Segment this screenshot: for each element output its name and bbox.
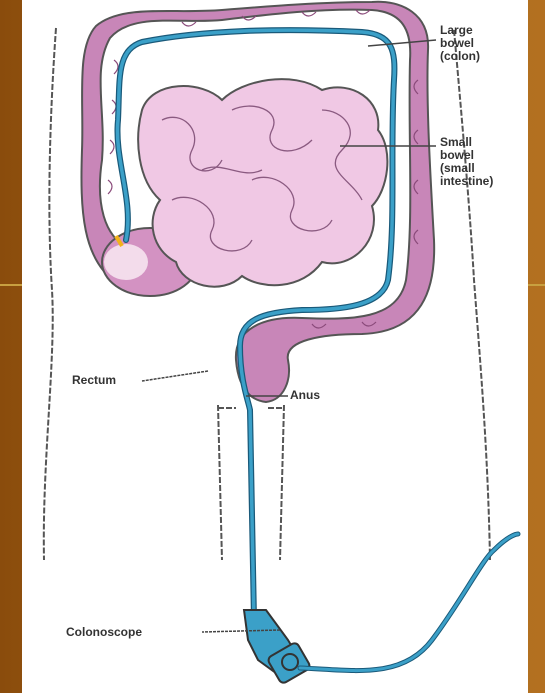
colonoscopy-figure: Large bowel (colon) Small bowel (small i… (22, 0, 528, 693)
label-line: (colon) (440, 50, 480, 63)
label-line: intestine) (440, 175, 493, 188)
label-colonoscope: Colonoscope (66, 626, 142, 639)
label-large-bowel: Large bowel (colon) (440, 24, 480, 63)
label-small-bowel: Small bowel (small intestine) (440, 136, 493, 188)
label-rectum: Rectum (72, 374, 116, 387)
small-bowel-shape (138, 79, 387, 287)
colonoscopy-illustration (22, 0, 528, 693)
label-anus: Anus (290, 389, 320, 402)
